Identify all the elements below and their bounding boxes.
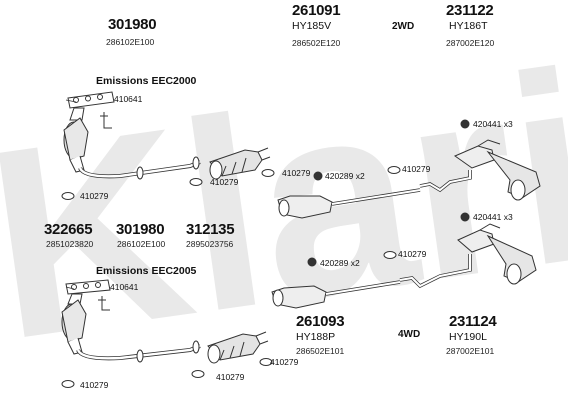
label-410641-top: 410641 (114, 94, 143, 104)
part-number-231124: 231124 (449, 313, 497, 330)
catalyst-top-front (63, 117, 89, 173)
section-heading-eec2005: Emissions EEC2005 (96, 265, 197, 277)
part-number-261091: 261091 (292, 2, 341, 19)
label-410279-b: 410279 (210, 177, 239, 187)
centre-silencer-top (277, 188, 421, 219)
bracket-bottom (98, 296, 110, 311)
label-420441-top: 420441 x3 (473, 119, 513, 129)
part-number-231122: 231122 (446, 2, 494, 19)
part-number-261093: 261093 (296, 313, 345, 330)
label-410279-f: 410279 (270, 357, 299, 367)
label-410279-c: 410279 (282, 168, 311, 178)
label-420289-top: 420289 x2 (325, 171, 365, 181)
downpipe-bottom (76, 340, 201, 363)
label-420441-bottom: 420441 x3 (473, 212, 513, 222)
gasket-ring (61, 192, 75, 200)
rubber-mount (307, 257, 317, 267)
catalyst-bottom-mid (207, 331, 269, 364)
oe-code-301980-top: 286102E100 (106, 37, 155, 47)
label-410641-bottom: 410641 (110, 282, 139, 292)
part-number-312135: 312135 (186, 221, 235, 238)
bracket-top (100, 112, 112, 129)
part-number-322665: 322665 (44, 221, 93, 238)
gasket-ring (259, 358, 273, 366)
manifold-top (67, 91, 115, 121)
part-number-301980-mid: 301980 (116, 221, 165, 238)
model-code-231124: HY190L (449, 331, 487, 343)
oe-code-312135: 2895023756 (186, 239, 234, 249)
rubber-mount (313, 171, 323, 181)
oe-code-261093: 286502E101 (296, 346, 345, 356)
oe-code-231124: 287002E101 (446, 346, 495, 356)
oe-code-231122: 287002E120 (446, 38, 495, 48)
part-number-301980-top: 301980 (108, 16, 157, 33)
gasket-ring (387, 166, 401, 174)
centre-silencer-bottom (271, 280, 401, 309)
oe-code-261091: 286502E120 (292, 38, 341, 48)
gasket-ring (61, 380, 75, 388)
gasket-ring (189, 178, 203, 186)
oe-code-322665: 2851023820 (46, 239, 94, 249)
catalyst-bottom-front (61, 299, 87, 355)
section-heading-eec2000: Emissions EEC2000 (96, 75, 197, 87)
rear-silencer-top (419, 139, 541, 201)
gasket-ring (383, 251, 397, 259)
rubber-mount (460, 119, 470, 129)
label-410279-e: 410279 (398, 249, 427, 259)
label-410279-a: 410279 (80, 191, 109, 201)
label-410279-g: 410279 (216, 372, 245, 382)
label-410279-d: 410279 (402, 164, 431, 174)
gasket-ring (261, 169, 275, 177)
model-code-261091: HY185V (292, 20, 332, 32)
label-410279-h: 410279 (80, 380, 109, 390)
model-code-231122: HY186T (449, 20, 488, 32)
rubber-mount (460, 212, 470, 222)
gasket-ring (191, 370, 205, 378)
drive-type-4wd: 4WD (398, 329, 421, 340)
model-code-261093: HY188P (296, 331, 336, 343)
drive-type-2wd: 2WD (392, 21, 415, 32)
downpipe-top (78, 156, 201, 180)
label-420289-bottom: 420289 x2 (320, 258, 360, 268)
rear-silencer-bottom (399, 223, 537, 289)
catalyst-top-mid (209, 147, 271, 180)
oe-code-301980-mid: 286102E100 (117, 239, 166, 249)
